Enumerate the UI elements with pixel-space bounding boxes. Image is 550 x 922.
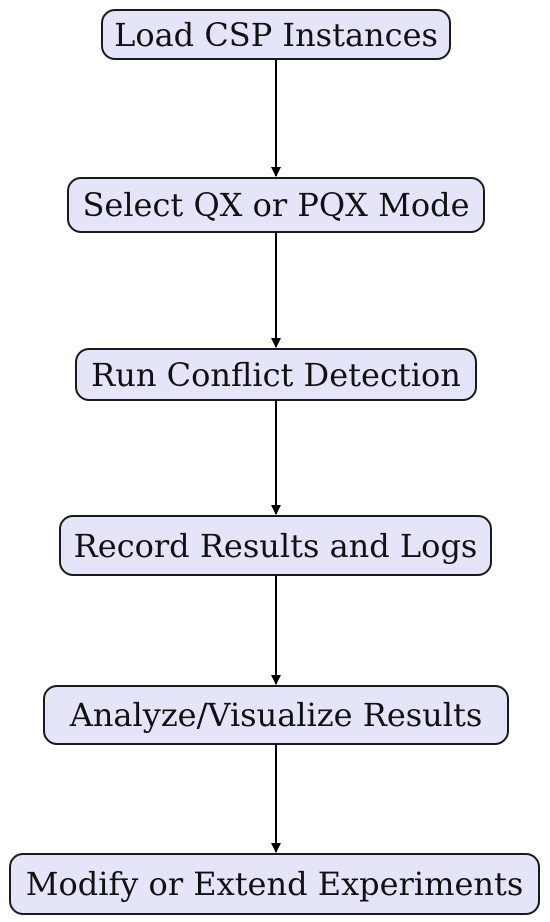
node-modify-or-extend-experiments: Modify or Extend Experiments — [9, 853, 540, 915]
node-select-mode: Select QX or PQX Mode — [67, 177, 485, 233]
node-load-csp-instances: Load CSP Instances — [101, 9, 451, 60]
node-analyze-visualize-results: Analyze/Visualize Results — [43, 685, 509, 745]
node-record-results-and-logs: Record Results and Logs — [59, 515, 492, 576]
node-run-conflict-detection: Run Conflict Detection — [75, 348, 477, 401]
